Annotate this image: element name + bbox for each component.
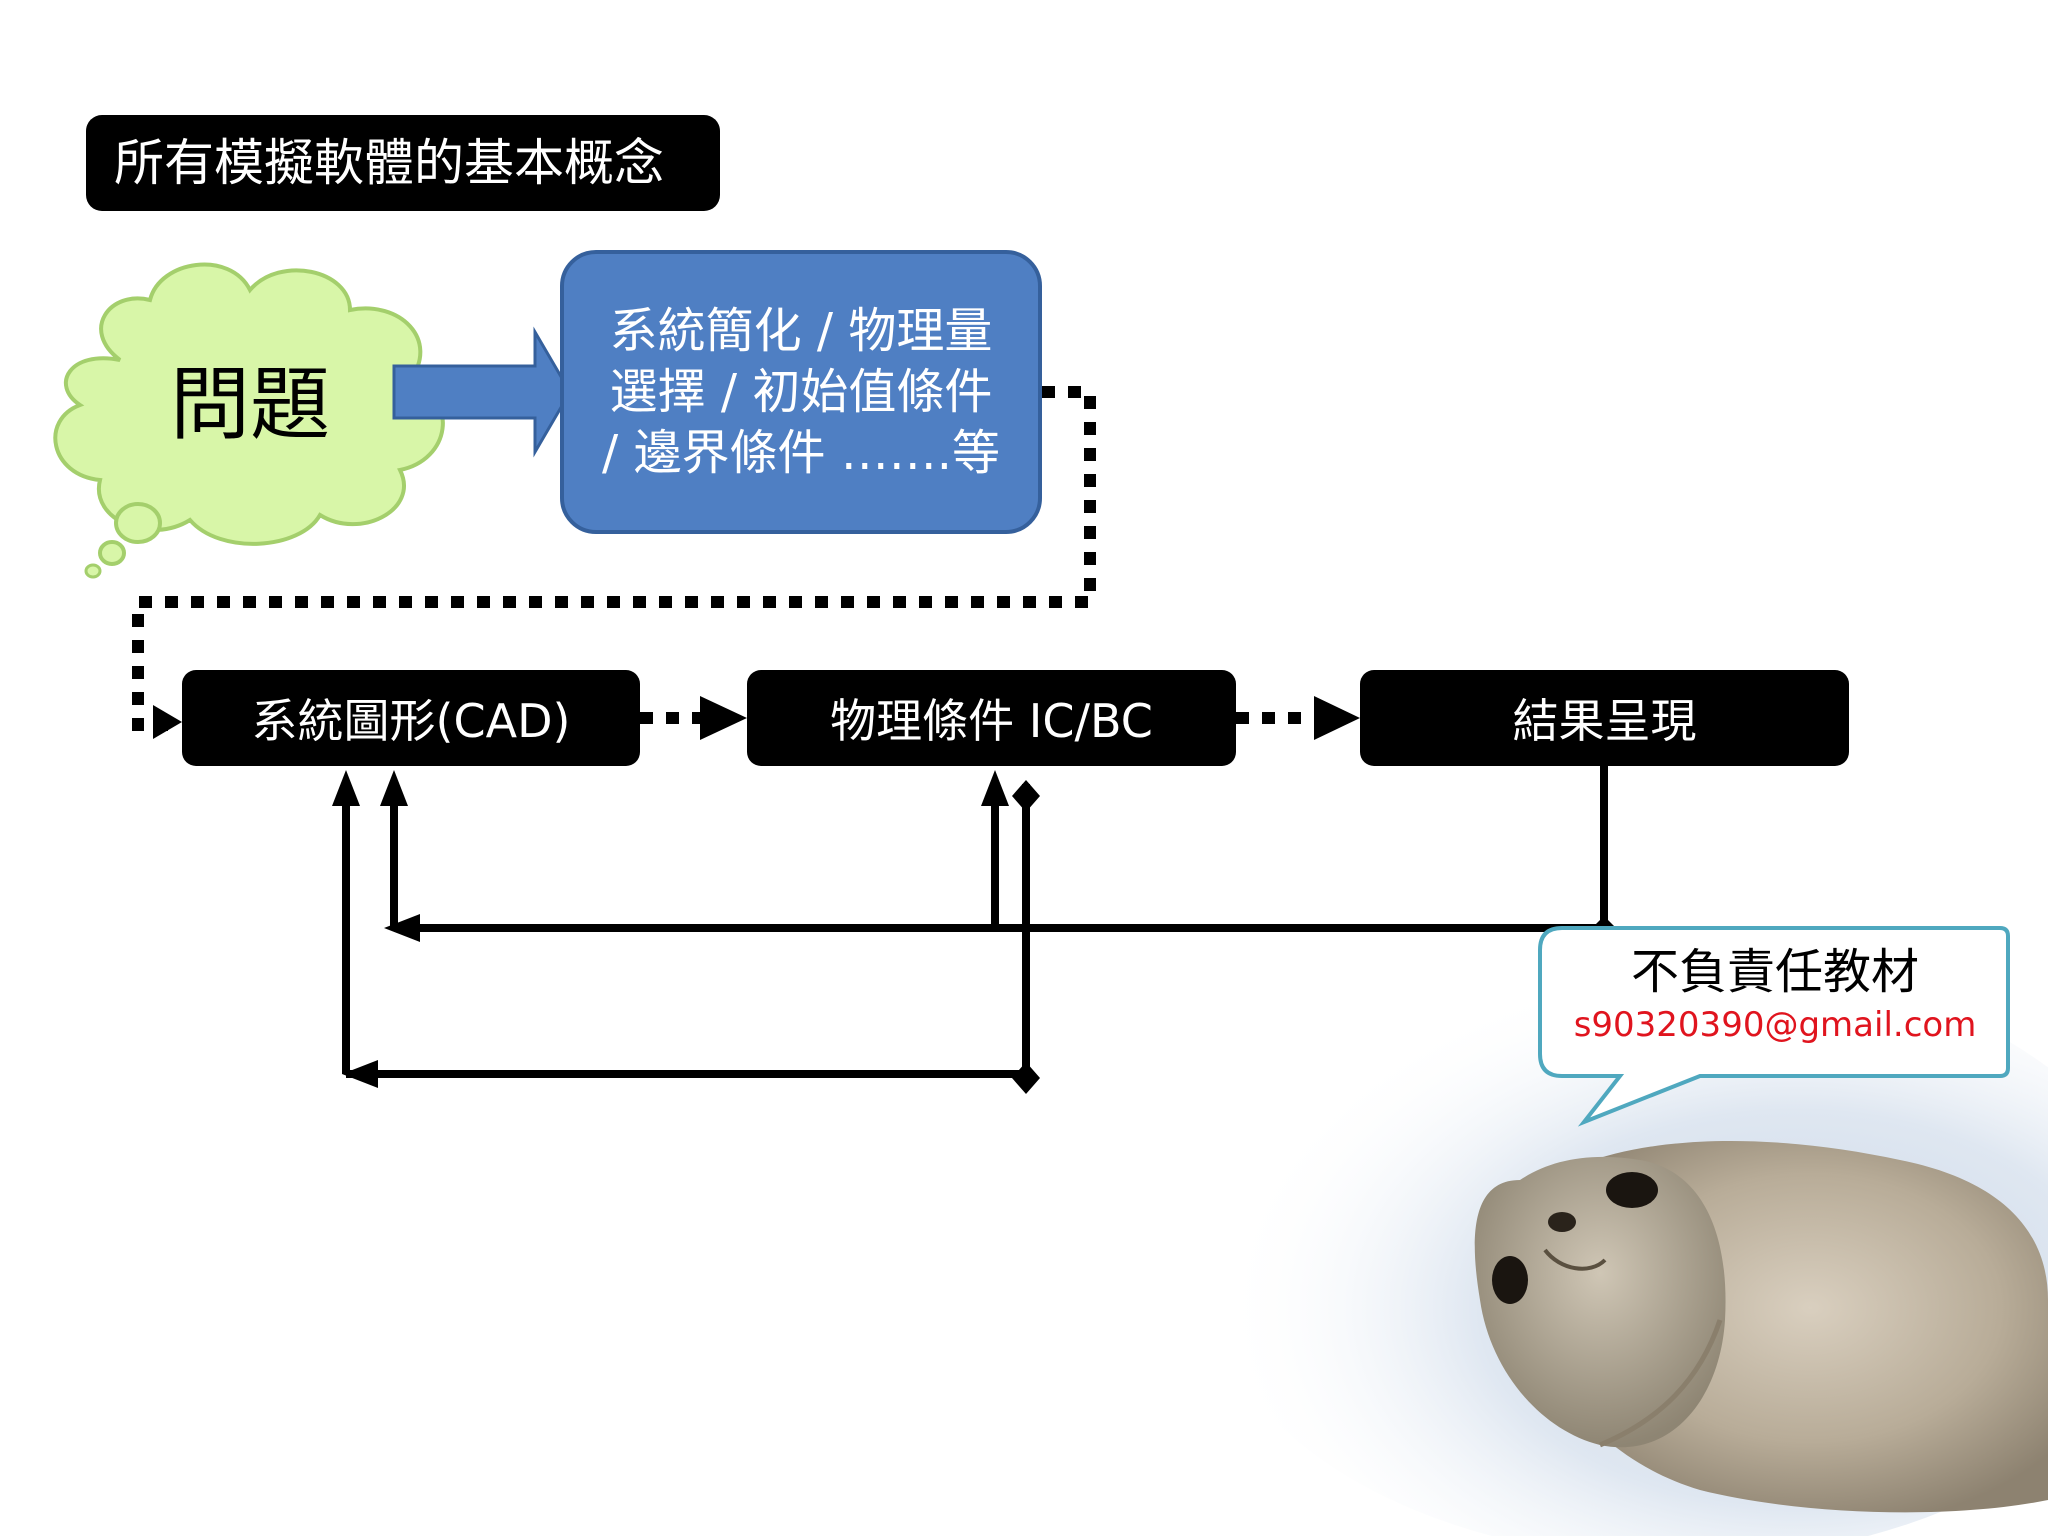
seal-head (1474, 1156, 1726, 1448)
simplification-line-3: / 邊界條件 …….等 (602, 424, 1000, 481)
simplification-line-2: 選擇 / 初始值條件 (609, 363, 993, 420)
dotted-connector (132, 386, 1096, 731)
step-result-label: 結果呈現 (1512, 694, 1697, 748)
arrowhead-phys (700, 696, 747, 740)
callout-text: 不負責任教材 s90320390@gmail.com (1545, 942, 2005, 1048)
seal-illustration (1474, 1140, 2048, 1513)
seal-fold (1599, 1319, 1723, 1448)
seal-eye-right (1606, 1172, 1658, 1208)
simplification-box: 系統簡化 / 物理量 選擇 / 初始值條件 / 邊界條件 …….等 (560, 250, 1042, 534)
callout-email: s90320390@gmail.com (1573, 1005, 1977, 1045)
arrowhead-result (1314, 696, 1360, 740)
arrowhead-phys-loop-cad (332, 770, 360, 806)
arrowhead-phys-loop-left (342, 1060, 378, 1088)
step-physics-box: 物理條件 IC/BC (747, 670, 1236, 766)
seal-nose (1548, 1212, 1576, 1232)
loop-diamond-phys-top (1012, 780, 1040, 812)
cloud-bubble-medium (98, 540, 126, 566)
cloud-bubble-small (84, 563, 102, 579)
feedback-loop-physics (342, 784, 1030, 1078)
arrowhead-loop-phys (981, 770, 1009, 806)
cloud-bubble-large (114, 502, 162, 544)
block-arrow (392, 326, 572, 458)
dotted-arrowhead-cad (153, 705, 182, 739)
step-result-box: 結果呈現 (1360, 670, 1849, 766)
feedback-loop-result (390, 766, 1608, 932)
arrowhead-loop-left (384, 914, 420, 942)
thought-cloud (53, 262, 445, 579)
step-cad-label: 系統圖形(CAD) (251, 694, 571, 748)
step-physics-label: 物理條件 IC/BC (830, 694, 1153, 748)
simplification-line-1: 系統簡化 / 物理量 (609, 302, 993, 359)
seal-eye-left (1492, 1256, 1528, 1304)
seal-mouth (1543, 1248, 1607, 1271)
loop-diamond-phys-bottom (1012, 1062, 1040, 1094)
problem-label: 問題 (170, 358, 330, 451)
step-cad-box: 系統圖形(CAD) (182, 670, 640, 766)
slide-title: 所有模擬軟體的基本概念 (86, 115, 720, 211)
cloud-shape (53, 262, 445, 546)
callout-title: 不負責任教材 (1630, 944, 1919, 1000)
speech-bubble (1538, 926, 2010, 1127)
arrowhead-loop-cad (380, 770, 408, 806)
